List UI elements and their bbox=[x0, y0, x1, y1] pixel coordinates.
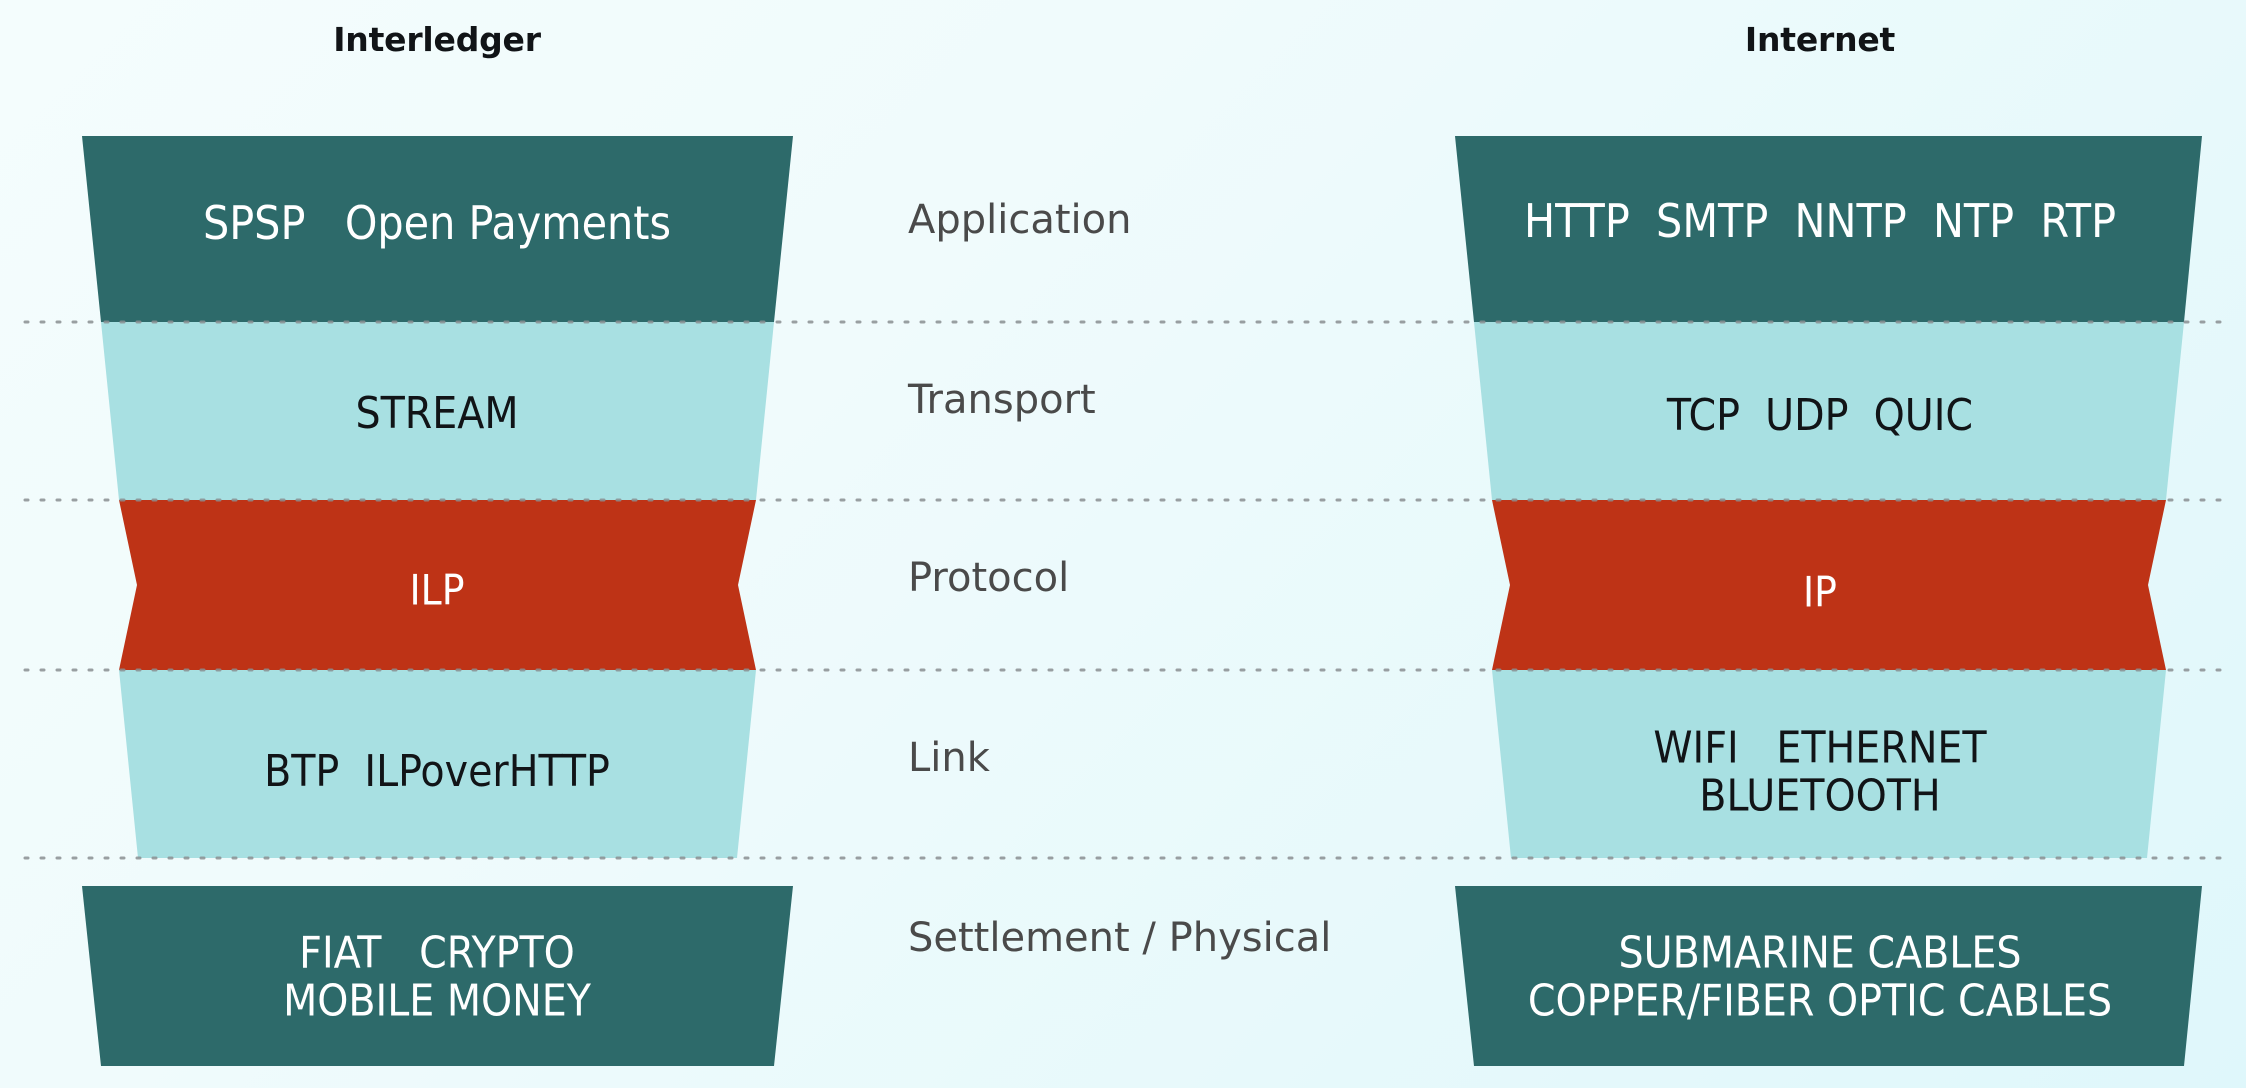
left-band-protocol[interactable] bbox=[119, 500, 756, 670]
right-band-transport[interactable] bbox=[1474, 322, 2184, 500]
column-title-internet: Internet bbox=[1744, 20, 1896, 59]
layer-label-transport: Transport bbox=[908, 377, 1096, 423]
layer-label-settlement: Settlement / Physical bbox=[908, 915, 1332, 961]
layer-label-protocol: Protocol bbox=[908, 555, 1070, 601]
layer-label-link: Link bbox=[908, 735, 990, 781]
left-band-settlement[interactable] bbox=[82, 886, 793, 1066]
left-band-link[interactable] bbox=[119, 670, 756, 858]
right-band-protocol[interactable] bbox=[1492, 500, 2166, 670]
layer-label-application: Application bbox=[908, 197, 1132, 243]
left-band-transport[interactable] bbox=[101, 322, 774, 500]
left-band-application[interactable] bbox=[82, 136, 793, 322]
column-title-interledger: Interledger bbox=[333, 20, 541, 59]
right-band-link[interactable] bbox=[1492, 670, 2166, 858]
right-band-settlement[interactable] bbox=[1455, 886, 2202, 1066]
right-band-application[interactable] bbox=[1455, 136, 2202, 322]
